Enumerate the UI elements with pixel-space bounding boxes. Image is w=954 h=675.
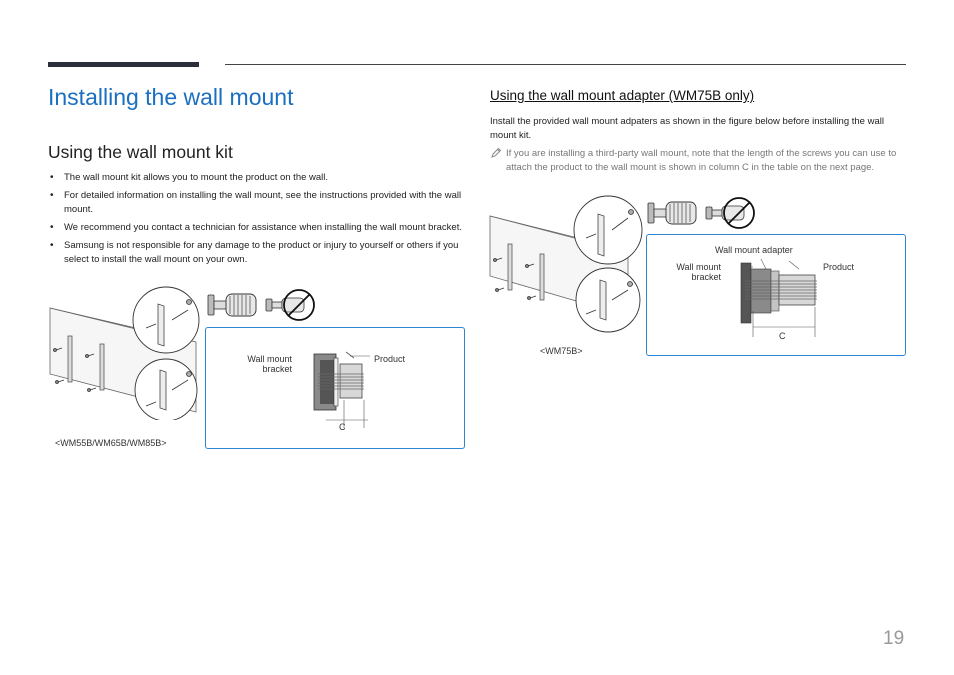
label-product: Product — [823, 262, 855, 272]
list-item: Samsung is not responsible for any damag… — [48, 239, 468, 267]
list-item: The wall mount kit allows you to mount t… — [48, 171, 468, 185]
header-rule-thin — [225, 64, 906, 65]
label-wall-mount-adapter: Wall mount adapter — [715, 245, 793, 255]
screw-cross-section — [313, 351, 370, 428]
pencil-icon — [491, 147, 502, 158]
list-item: For detailed information on installing t… — [48, 189, 468, 217]
header-rule-thick — [48, 62, 199, 67]
section-heading-wall-mount-kit: Using the wall mount kit — [48, 142, 233, 162]
figure-caption-kit: <WM55B/WM65B/WM85B> — [55, 438, 167, 448]
label-wall-mount-bracket: Wall mount bracket — [676, 262, 721, 282]
adapter-paragraph: Install the provided wall mount adpaters… — [490, 116, 884, 141]
label-c: C — [779, 331, 786, 341]
callout-box-adapter: Wall mount adapter Wall mount bracket Pr… — [646, 234, 906, 356]
screw-icon — [207, 293, 257, 317]
note-text: If you are installing a third-party wall… — [506, 148, 897, 173]
screw-adapter-cross-section — [740, 258, 817, 337]
screw-icons — [207, 289, 315, 321]
page-title: Installing the wall mount — [48, 84, 294, 110]
prohibited-screw-icon — [265, 289, 315, 321]
label-wall-mount-bracket: Wall mount bracket — [247, 354, 292, 374]
label-product: Product — [374, 354, 406, 364]
callout-box-kit: Wall mount bracket Product C — [205, 327, 465, 449]
screw-icon — [647, 201, 697, 225]
bullet-list: The wall mount kit allows you to mount t… — [48, 171, 468, 271]
note: If you are installing a third-party wall… — [490, 147, 906, 175]
wall-mount-adapter-illustration — [489, 195, 643, 333]
prohibited-screw-icon — [705, 197, 755, 229]
page-number: 19 — [883, 628, 905, 649]
label-c: C — [339, 422, 346, 432]
figure-caption-adapter: <WM75B> — [540, 346, 583, 356]
section-heading-wall-mount-adapter: Using the wall mount adapter (WM75B only… — [490, 88, 755, 103]
wall-mount-kit-illustration — [49, 286, 200, 420]
screw-icons — [647, 197, 755, 229]
list-item: We recommend you contact a technician fo… — [48, 221, 468, 235]
